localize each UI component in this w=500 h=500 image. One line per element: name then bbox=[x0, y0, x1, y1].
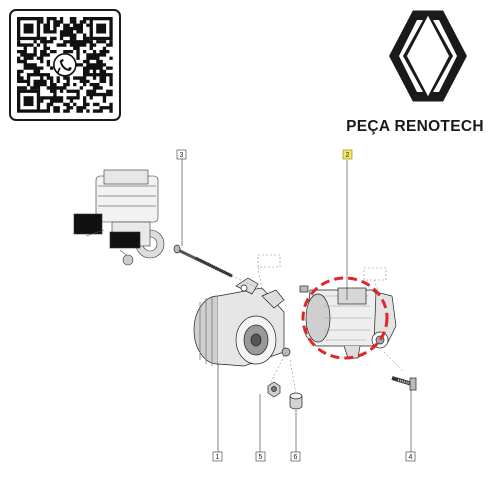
callout-3[interactable]: 3 bbox=[176, 149, 187, 160]
svg-text:4: 4 bbox=[409, 454, 413, 461]
guide-lines bbox=[231, 266, 405, 395]
part-4-bolt bbox=[391, 376, 417, 391]
callout-leaders bbox=[181, 158, 412, 453]
renault-logo-icon bbox=[389, 10, 467, 102]
whatsapp-icon bbox=[53, 53, 77, 77]
svg-text:6: 6 bbox=[294, 454, 298, 461]
part-2-starter-motor bbox=[299, 285, 397, 359]
exploded-parts-diagram: 3 2 1 5 6 4 bbox=[73, 149, 417, 462]
svg-text:1: 1 bbox=[216, 454, 220, 461]
part-1-alternator bbox=[193, 277, 291, 367]
callout-2[interactable]: 2 bbox=[342, 149, 353, 160]
svg-text:3: 3 bbox=[180, 152, 184, 159]
callout-1[interactable]: 1 bbox=[212, 451, 223, 462]
part-5-nut bbox=[267, 381, 281, 398]
svg-text:5: 5 bbox=[259, 454, 263, 461]
brand-name: PEÇA RENOTECH bbox=[346, 118, 484, 135]
qr-code-card[interactable] bbox=[9, 9, 121, 121]
svg-text:2: 2 bbox=[346, 152, 350, 159]
part-6-cap bbox=[289, 392, 303, 410]
part-3-bolt bbox=[173, 244, 233, 278]
callout-5[interactable]: 5 bbox=[255, 451, 266, 462]
starter-highlight bbox=[301, 276, 389, 360]
qr-code-icon bbox=[17, 17, 113, 113]
engine-thumbnail bbox=[73, 169, 165, 266]
callout-4[interactable]: 4 bbox=[405, 451, 416, 462]
callout-6[interactable]: 6 bbox=[290, 451, 301, 462]
